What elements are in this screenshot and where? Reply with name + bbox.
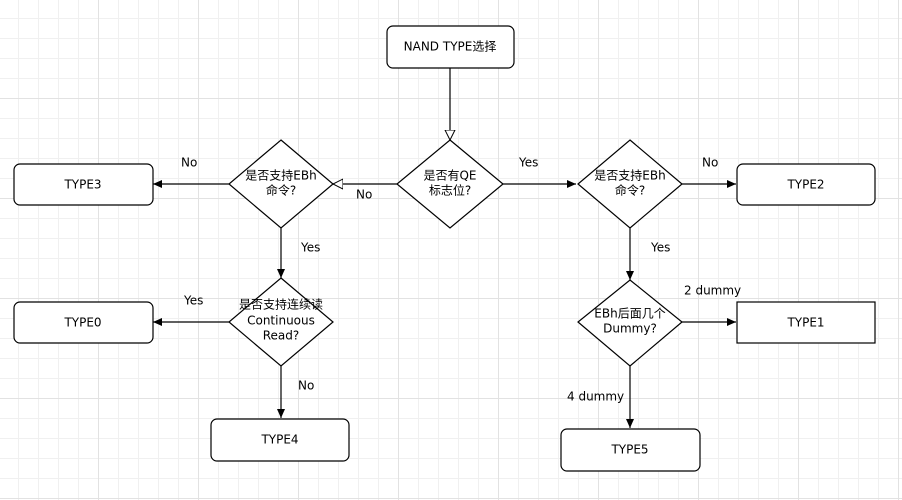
type5-label: TYPE5 [610, 443, 648, 457]
start-label: NAND TYPE选择 [404, 40, 497, 54]
continuous-label-line1: 是否支持连续读 [239, 297, 323, 312]
edge-label-qe-no: No [356, 188, 372, 202]
type2-box [736, 163, 876, 206]
continuous-label-line3: Read? [263, 329, 300, 343]
continuous-label-line2: Continuous [247, 314, 315, 328]
type4-label: TYPE4 [260, 433, 298, 447]
ebh-left-label-line1: 是否支持EBh [245, 168, 316, 183]
ebh-right-decision [577, 139, 683, 229]
type4-box [210, 418, 350, 462]
type1-box [736, 301, 876, 344]
edge-label-left-no: No [181, 156, 197, 170]
type3-label: TYPE3 [63, 178, 101, 192]
type0-box [13, 301, 154, 344]
edge-label-dummy-4: 4 dummy [567, 390, 624, 404]
edge-label-cont-no: No [298, 379, 314, 393]
ebh-left-label-line2: 命令? [266, 183, 296, 198]
edge-label-dummy-2: 2 dummy [684, 284, 741, 298]
qe-flag-decision [396, 139, 504, 229]
continuous-read-decision [228, 277, 334, 367]
start-box [386, 25, 515, 69]
qe-flag-label-line1: 是否有QE [423, 169, 476, 183]
type0-label: TYPE0 [63, 316, 101, 330]
type2-label: TYPE2 [786, 178, 824, 192]
edge-label-right-no: No [702, 156, 718, 170]
dummy-decision [577, 279, 683, 367]
type3-box [13, 163, 154, 206]
ebh-left-decision [228, 139, 334, 229]
ebh-right-label-line1: 是否支持EBh [594, 168, 665, 183]
edge-label-left-yes: Yes [300, 241, 320, 255]
type1-label: TYPE1 [786, 316, 824, 330]
type5-box [560, 428, 701, 472]
dummy-label-line1: EBh后面几个 [594, 307, 665, 321]
ebh-right-label-line2: 命令? [615, 183, 645, 198]
edge-label-cont-yes: Yes [183, 294, 203, 308]
edge-label-qe-yes: Yes [518, 156, 538, 170]
edge-label-right-yes: Yes [650, 241, 670, 255]
dummy-label-line2: Dummy? [603, 322, 657, 336]
qe-flag-label-line2: 标志位? [429, 183, 471, 198]
